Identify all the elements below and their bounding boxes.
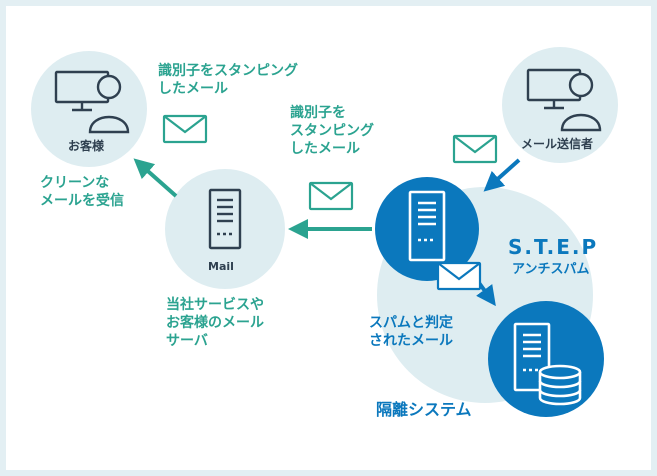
stamped-mail-middle-label: 識別子を スタンピング したメール: [290, 105, 374, 158]
step-server-icon: [408, 190, 446, 262]
step-subtitle: アンチスパム: [512, 262, 590, 277]
company-server-label: 当社サービスや お客様のメール サーバ: [166, 297, 264, 350]
envelope-icon-spam: [436, 261, 482, 291]
customer-label: お客様: [68, 139, 105, 153]
mail-server-label: Mail: [208, 260, 234, 273]
quarantine-label: 隔離システム: [376, 400, 472, 419]
envelope-icon-top: [162, 114, 208, 144]
step-title: S.T.E.P: [508, 235, 599, 259]
step-circle: [375, 177, 479, 281]
mail-server-icon: [208, 188, 242, 250]
envelope-icon-sender: [452, 134, 498, 164]
arrow-mailserver-to-customer: [133, 158, 178, 198]
sender-label: メール送信者: [521, 137, 594, 151]
clean-mail-label: クリーンな メールを受信: [40, 175, 124, 210]
stamped-mail-top-label: 識別子をスタンピング したメール: [158, 63, 298, 98]
customer-monitor-user-icon: [54, 70, 130, 134]
sender-monitor-user-icon: [526, 68, 602, 132]
quarantine-server-icon: [513, 322, 551, 392]
envelope-icon-middle: [308, 181, 354, 211]
database-icon: [538, 364, 582, 406]
mail-server-circle: [165, 169, 285, 289]
arrow-sender-to-step: [483, 158, 521, 192]
spam-judged-label: スパムと判定 されたメール: [369, 315, 453, 350]
